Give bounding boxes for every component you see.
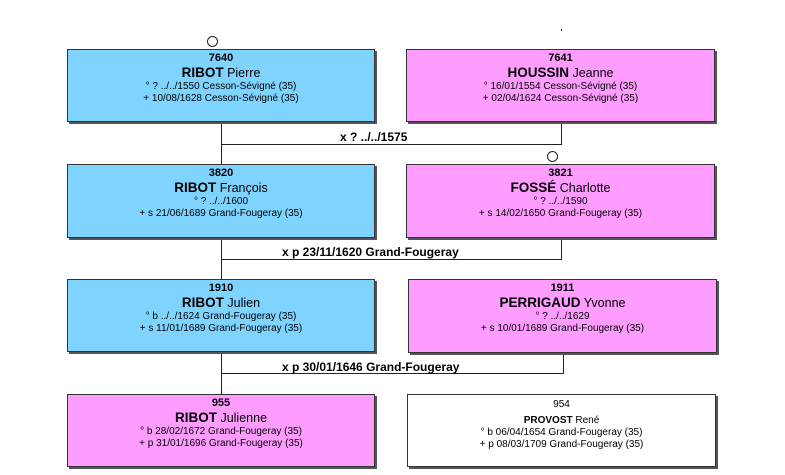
connector-line	[221, 144, 562, 145]
sosa-number: 955	[211, 397, 231, 409]
birth-line: ° b 28/02/1672 Grand-Fougeray (35)	[140, 425, 302, 437]
person-name: FOSSÉ Charlotte	[510, 179, 611, 195]
connector-line	[221, 121, 222, 144]
death-line: + s 21/06/1689 Grand-Fougeray (35)	[139, 208, 303, 219]
death-line: + s 14/02/1650 Grand-Fougeray (35)	[478, 208, 643, 219]
person-name: HOUSSIN Jeanne	[507, 64, 614, 80]
connector-line	[561, 237, 562, 260]
birth-line: ° b ../../1624 Grand-Fougeray (35)	[145, 310, 297, 322]
connector-line	[221, 259, 222, 280]
death-line: + 02/04/1624 Cesson-Sévigné (35)	[482, 93, 639, 104]
sosa-number: 7641	[548, 52, 573, 64]
person-box-1911[interactable]: 1911 PERRIGAUD Yvonne ° ? ../../1629 + s…	[408, 279, 717, 353]
person-box-3820[interactable]: 3820 RIBOT François ° ? ../../1600 + s 2…	[67, 164, 375, 238]
person-name: RIBOT Julien	[181, 294, 261, 310]
connector-line	[561, 121, 562, 145]
person-box-955[interactable]: 955 RIBOT Julienne ° b 28/02/1672 Grand-…	[67, 394, 375, 467]
connector-line	[221, 144, 222, 165]
person-box-954[interactable]: 954 PROVOST René ° b 06/04/1654 Grand-Fo…	[407, 394, 716, 467]
person-box-3821[interactable]: 3821 FOSSÉ Charlotte ° ? ../../1590 + s …	[406, 164, 715, 238]
person-box-1910[interactable]: 1910 RIBOT Julien ° b ../../1624 Grand-F…	[67, 279, 375, 352]
birth-line: ° ? ../../1600	[193, 195, 249, 207]
death-line: + p 08/03/1709 Grand-Fougeray (35)	[479, 439, 644, 450]
person-name: PERRIGAUD Yvonne	[499, 294, 626, 310]
person-name: RIBOT François	[174, 179, 268, 195]
connector-line	[221, 259, 562, 260]
marriage-label: x p 30/01/1646 Grand-Fougeray	[282, 360, 460, 374]
marriage-label: x p 23/11/1620 Grand-Fougeray	[282, 245, 459, 259]
person-name: RIBOT Julienne	[174, 409, 268, 425]
birth-line: ° ? ../../1629	[535, 310, 590, 322]
person-name: PROVOST René	[523, 414, 600, 426]
sosa-number: 7640	[208, 52, 234, 64]
marriage-label: x ? ../../1575	[340, 130, 408, 144]
circle-marker-icon	[207, 36, 218, 47]
sosa-number: 1911	[550, 282, 575, 294]
sosa-number: 3820	[208, 167, 234, 179]
birth-line: ° b 06/04/1654 Grand-Fougeray (35)	[480, 426, 643, 438]
death-line: + p 31/01/1696 Grand-Fougeray (35)	[139, 438, 303, 449]
connector-line	[221, 373, 564, 374]
tick-mark	[561, 29, 562, 31]
connector-line	[563, 353, 564, 374]
death-line: + 10/08/1628 Cesson-Sévigné (35)	[143, 93, 299, 104]
sosa-number: 1910	[208, 282, 234, 294]
death-line: + s 10/01/1689 Grand-Fougeray (35)	[480, 323, 645, 334]
sosa-number: 3821	[548, 167, 573, 179]
circle-marker-icon	[547, 151, 558, 162]
connector-line	[221, 237, 222, 260]
connector-line	[221, 351, 222, 374]
connector-line	[221, 373, 222, 395]
person-name: RIBOT Pierre	[181, 64, 261, 80]
person-box-7641[interactable]: 7641 HOUSSIN Jeanne ° 16/01/1554 Cesson-…	[406, 49, 715, 122]
death-line: + s 11/01/1689 Grand-Fougeray (35)	[139, 323, 303, 334]
birth-line: ° ? ../../1590	[533, 195, 588, 207]
birth-line: ° ? ../../1550 Cesson-Sévigné (35)	[145, 80, 297, 92]
person-box-7640[interactable]: 7640 RIBOT Pierre ° ? ../../1550 Cesson-…	[67, 49, 375, 122]
sosa-number: 954	[553, 399, 570, 410]
birth-line: ° 16/01/1554 Cesson-Sévigné (35)	[483, 80, 638, 92]
